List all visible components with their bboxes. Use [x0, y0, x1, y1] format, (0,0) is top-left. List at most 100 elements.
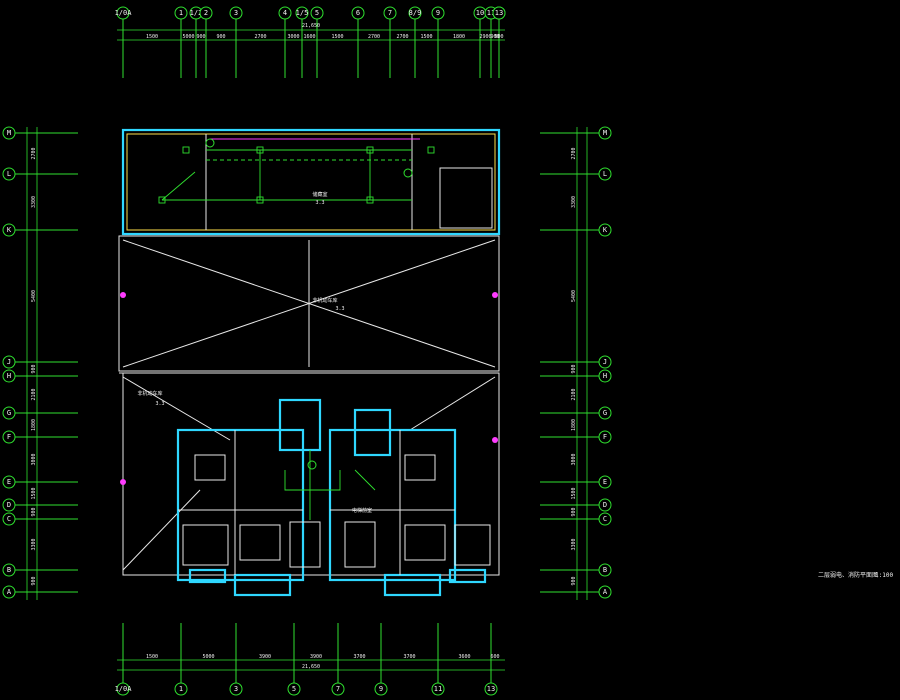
top-dim-10: 2700	[396, 34, 408, 40]
room-bike-hall-elev: 3.3	[335, 306, 344, 312]
device-right	[492, 292, 498, 298]
left-dim-1: 2700	[31, 147, 37, 159]
svg-text:B: B	[603, 566, 607, 574]
top-axis-bubble-10: 7	[383, 6, 397, 20]
top-dim-14: 900	[490, 34, 499, 40]
left-axis-bubble-D-9: D	[2, 498, 16, 512]
bed-center-left	[289, 521, 321, 568]
top-axis-bubble-12: 9	[431, 6, 445, 20]
right-axis-bubble-J-4: J	[598, 355, 612, 369]
top-dim-11: 1500	[420, 34, 432, 40]
top-axis-bubble-7: 1/5	[295, 6, 309, 20]
table-left	[194, 454, 226, 481]
room-bike-hall: 非机动车库	[312, 297, 337, 304]
right-axis-bubble-B-11: B	[598, 563, 612, 577]
axis-grid: 1/0A11/22341/55678/991011121321,65015005…	[2, 6, 612, 696]
top-dim-1: 1500	[146, 34, 158, 40]
left-axis-bubble-F-7: F	[2, 430, 16, 444]
left-axis-bubble-C-10: C	[2, 512, 16, 526]
left-dim-11: 900	[31, 576, 37, 585]
svg-text:8/9: 8/9	[409, 9, 422, 17]
right-axis-bubble-C-10: C	[598, 512, 612, 526]
top-dim-5: 2700	[254, 34, 266, 40]
bottom-dim-5: 3700	[353, 654, 365, 660]
svg-text:M: M	[603, 129, 607, 137]
sensor-5	[256, 196, 264, 204]
svg-text:K: K	[7, 226, 12, 234]
room-storage-elev: 3.3	[315, 200, 324, 206]
bottom-dim-7: 3600	[458, 654, 470, 660]
svg-text:3: 3	[234, 9, 238, 17]
svg-text:9: 9	[436, 9, 440, 17]
right-axis-bubble-A-12: A	[598, 585, 612, 599]
right-dim-6: 1800	[571, 419, 577, 431]
bed-left	[182, 524, 229, 566]
room-labels: 储藏室 3.3 非机动车库 3.3 非机动车库 3.3 电梯前室	[137, 191, 372, 514]
left-axis-bubble-M-1: M	[2, 126, 16, 140]
left-dim-7: 3000	[31, 453, 37, 465]
top-axis-bubble-8: 5	[310, 6, 324, 20]
right-dim-5: 2100	[571, 388, 577, 400]
left-dim-9: 900	[31, 507, 37, 516]
left-dim-5: 2100	[31, 388, 37, 400]
left-dim-4: 900	[31, 364, 37, 373]
svg-text:J: J	[603, 358, 607, 366]
top-axis-bubble-11: 8/9	[408, 6, 422, 20]
svg-text:7: 7	[388, 9, 392, 17]
bottom-dim-6: 3700	[403, 654, 415, 660]
bay-right	[448, 568, 487, 584]
top-axis-bubble-13: 10	[473, 6, 487, 20]
detector-3	[307, 460, 317, 470]
sensor-7	[427, 146, 435, 154]
detector-2	[403, 168, 413, 178]
right-dim-3: 5400	[571, 290, 577, 302]
svg-text:M: M	[7, 129, 11, 137]
left-axis-bubble-E-8: E	[2, 475, 16, 489]
svg-text:G: G	[7, 409, 11, 417]
left-axis-bubble-J-4: J	[2, 355, 16, 369]
svg-text:4: 4	[283, 9, 287, 17]
right-axis-bubble-G-6: G	[598, 406, 612, 420]
upper-block-inner	[126, 133, 496, 231]
device-right-low	[492, 437, 498, 443]
top-dim-3: 900	[196, 34, 205, 40]
svg-text:9: 9	[379, 685, 383, 693]
top-axis-bubble-16: 13	[492, 6, 506, 20]
bottom-axis-bubble-1: 1/0A	[115, 682, 132, 696]
svg-text:1/2: 1/2	[190, 9, 203, 17]
bottom-dim-1: 1500	[146, 654, 158, 660]
top-axis-bubble-4: 2	[199, 6, 213, 20]
drawing-title: 二层弱电、消防平面图	[818, 571, 878, 579]
bottom-axis-bubble-5: 7	[331, 682, 345, 696]
bed-center-right	[344, 521, 376, 568]
left-axis-bubble-H-5: H	[2, 369, 16, 383]
top-dim-9: 2700	[368, 34, 380, 40]
lower-diag-2	[122, 489, 201, 571]
top-axis-bubble-1: 1/0A	[115, 6, 132, 20]
unit-left-walls	[176, 428, 305, 582]
elevator	[353, 408, 392, 457]
svg-text:E: E	[7, 478, 11, 486]
lower-diag-3	[409, 376, 496, 431]
svg-text:F: F	[7, 433, 11, 441]
left-dim-3: 5400	[31, 290, 37, 302]
top-axis-bubble-9: 6	[351, 6, 365, 20]
svg-text:1/5: 1/5	[296, 9, 309, 17]
right-dim-8: 1500	[571, 487, 577, 499]
svg-text:J: J	[7, 358, 11, 366]
top-axis-bubble-6: 4	[278, 6, 292, 20]
upper-block-walls	[121, 128, 501, 236]
stair-left	[278, 398, 322, 452]
right-axis-bubble-E-8: E	[598, 475, 612, 489]
bottom-dim-2: 5000	[202, 654, 214, 660]
svg-text:A: A	[603, 588, 608, 596]
svg-text:L: L	[7, 170, 11, 178]
bottom-total-dim: 21,650	[302, 664, 320, 670]
room-corridor: 电梯前室	[352, 507, 372, 514]
device-left-low	[120, 479, 126, 485]
svg-text:5: 5	[292, 685, 296, 693]
top-dim-2: 5000	[182, 34, 194, 40]
svg-text:E: E	[603, 478, 607, 486]
right-axis-bubble-F-7: F	[598, 430, 612, 444]
